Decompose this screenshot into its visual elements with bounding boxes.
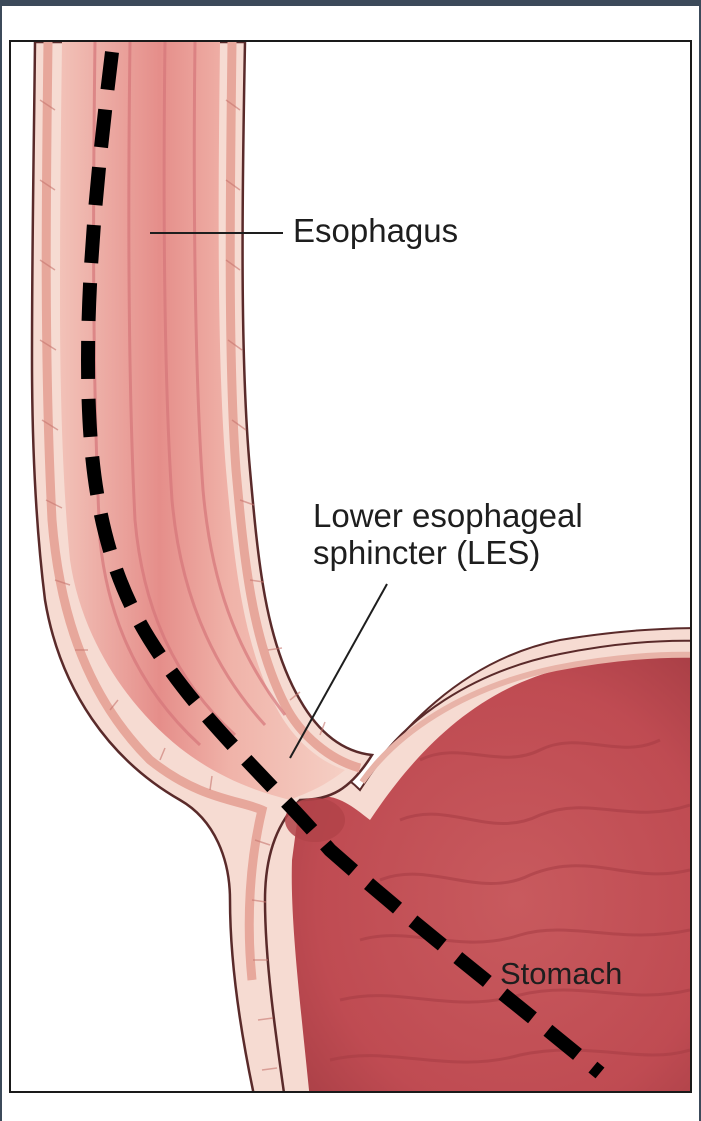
esophagus-label: Esophagus [293, 212, 458, 249]
les-label-line2: sphincter (LES) [313, 534, 583, 571]
stomach-interior [292, 656, 700, 1100]
les-label-line1: Lower esophageal [313, 497, 583, 534]
stomach-label: Stomach [500, 955, 622, 992]
les-leader-line [290, 584, 387, 758]
les-label: Lower esophageal sphincter (LES) [313, 497, 583, 571]
